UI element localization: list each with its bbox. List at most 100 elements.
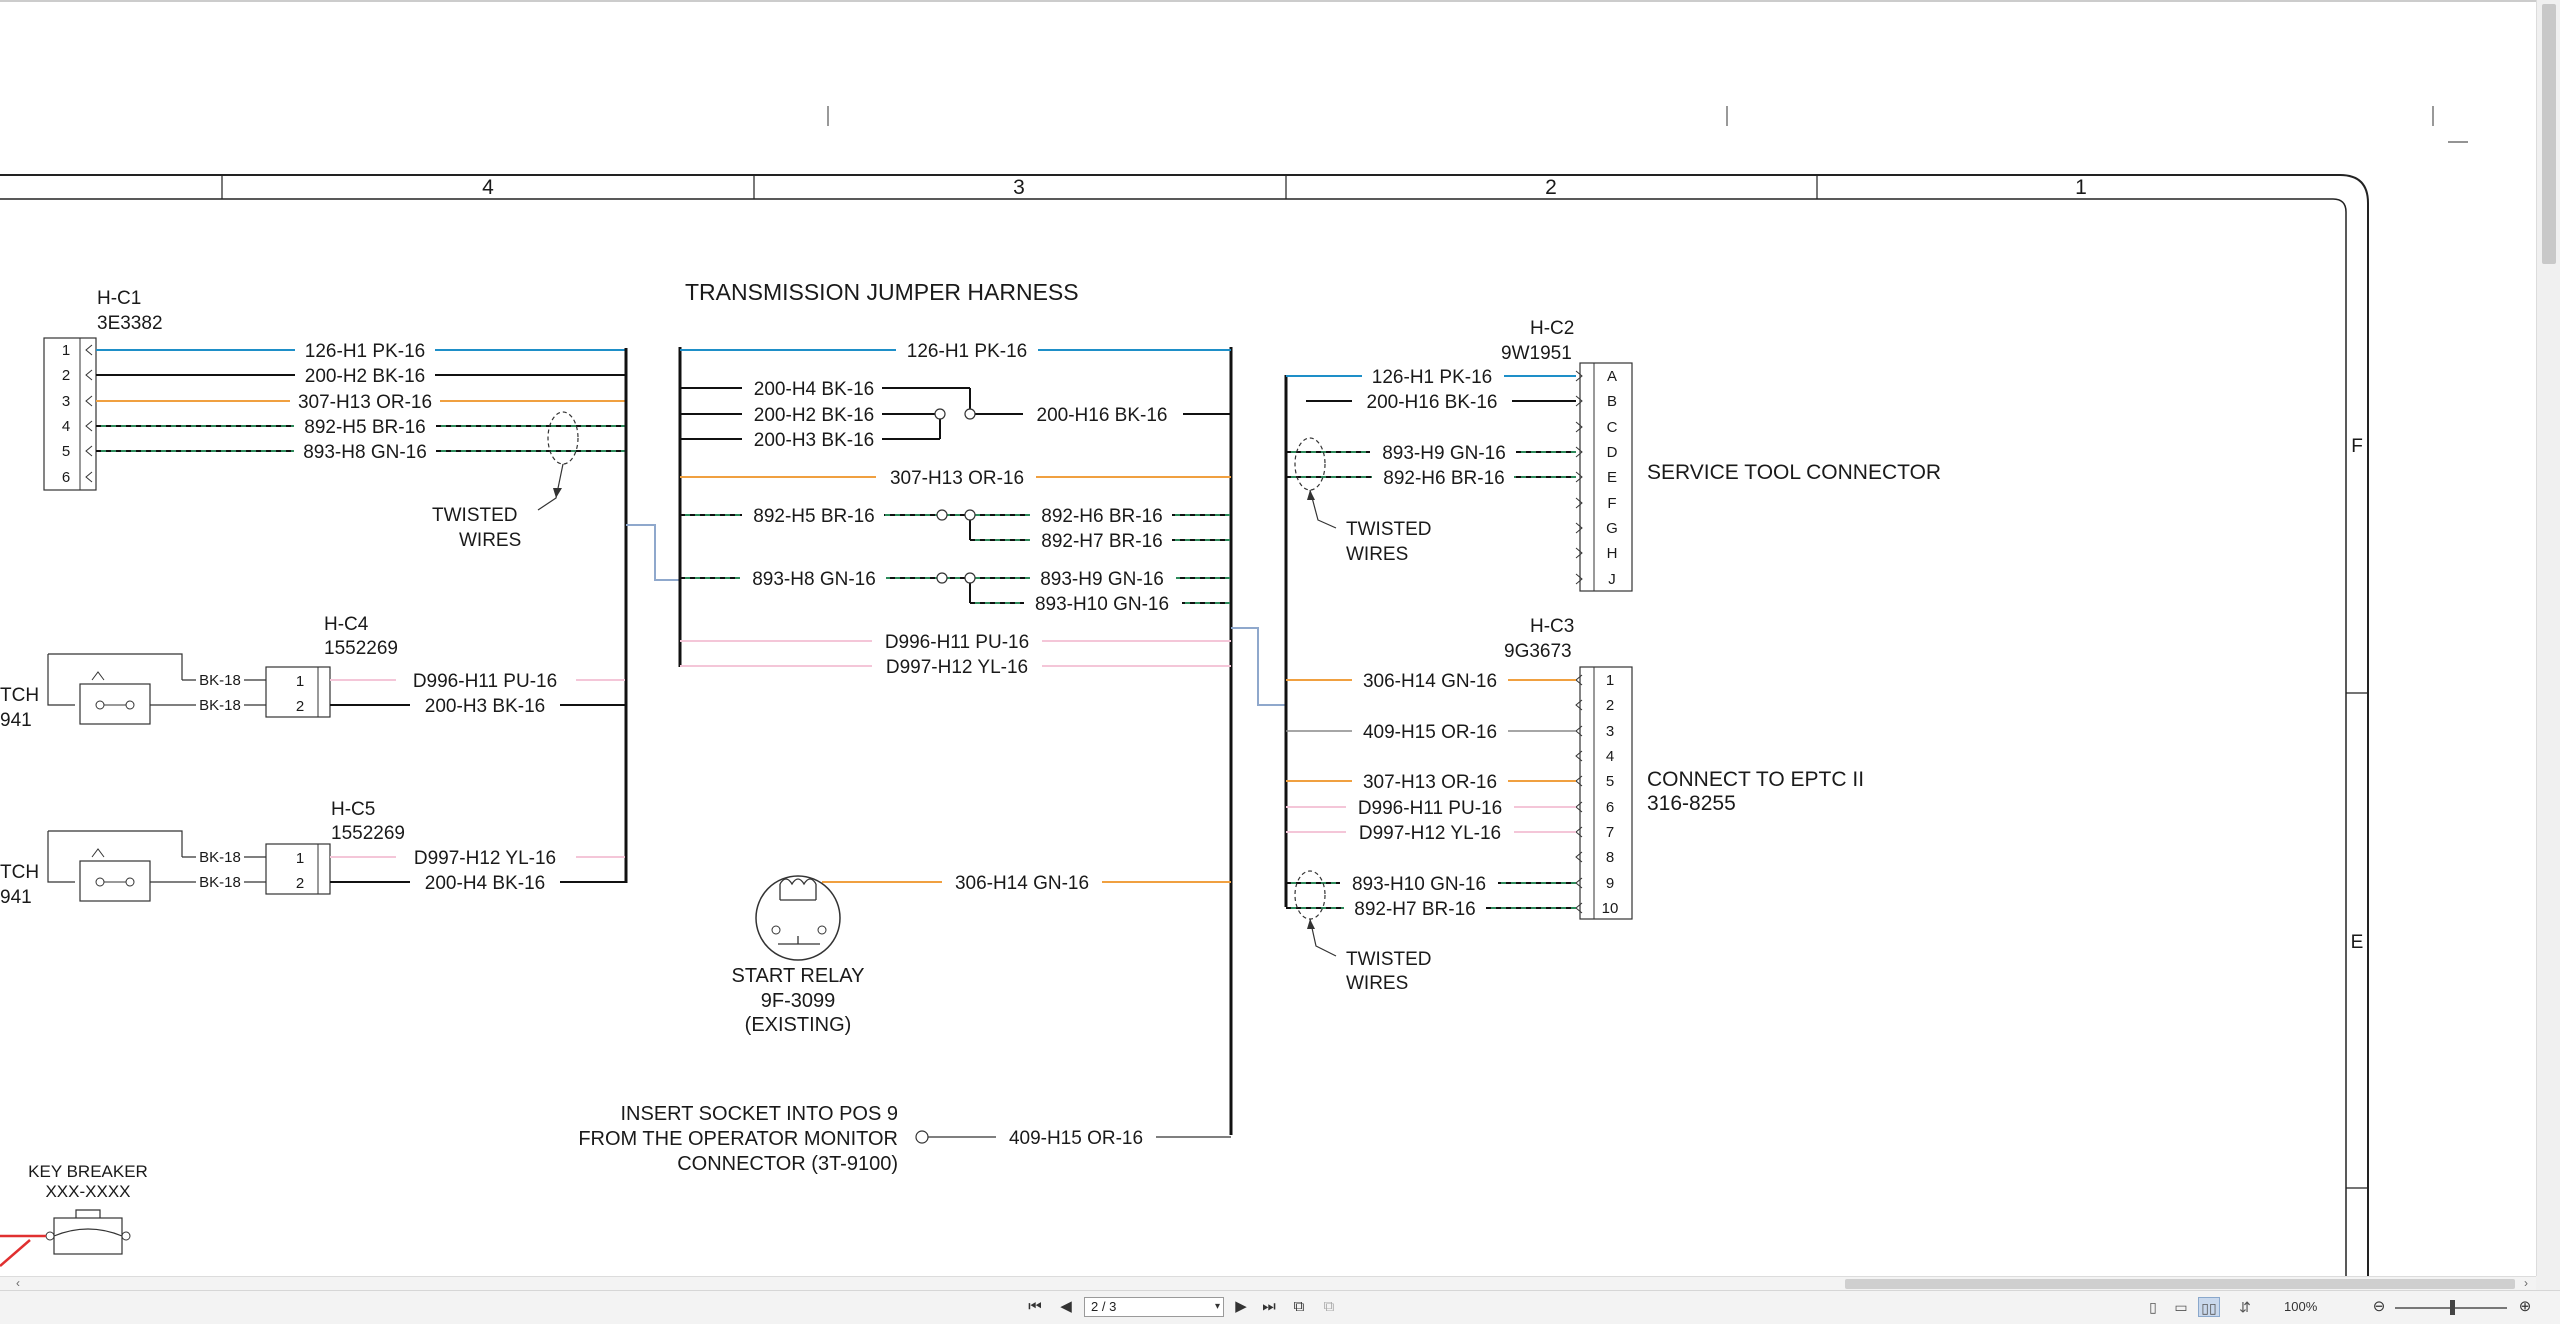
wire-label: 126-H1 PK-16: [907, 341, 1027, 362]
zoom-out-icon[interactable]: ⊖: [2372, 1298, 2386, 1315]
connector-hc4-body: [265, 666, 331, 718]
wire-label: 307-H13 OR-16: [298, 392, 432, 413]
connector-id: H-C2: [1530, 318, 1574, 339]
splice-point: [964, 509, 976, 521]
last-page-icon[interactable]: ⏭: [1262, 1298, 1276, 1315]
zoom-slider-thumb[interactable]: [2450, 1300, 2455, 1315]
wire-label: 893-H8 GN-16: [752, 569, 876, 590]
wire-label: 409-H15 OR-16: [1363, 722, 1497, 743]
twisted-wire-marker: [547, 411, 579, 465]
connector-id: H-C3: [1530, 616, 1574, 637]
pin-label: 7: [1606, 824, 1614, 841]
scrollbar-corner: [2536, 1276, 2560, 1290]
splice-point: [936, 572, 948, 584]
switch-wire-label: BK-18: [199, 874, 241, 891]
pin-label: 3: [1606, 723, 1614, 740]
switch-body: [48, 653, 183, 680]
pin-label: A: [1607, 368, 1617, 385]
start-relay-symbol: [755, 875, 841, 961]
continuous-view-icon[interactable]: ▭: [2174, 1299, 2188, 1315]
page-number-select[interactable]: 2 / 3 ▾: [1084, 1297, 1224, 1317]
wire-label: 893-H9 GN-16: [1382, 443, 1506, 464]
vertical-scrollbar[interactable]: [2536, 0, 2560, 1276]
wire-label: 409-H15 OR-16: [1009, 1128, 1143, 1149]
pin-label: 1: [1606, 672, 1614, 689]
pin-label: 2: [1606, 697, 1614, 714]
zoom-level: 100%: [2284, 1299, 2318, 1314]
pin-label: 4: [62, 418, 70, 435]
first-page-icon[interactable]: ⏮: [1028, 1298, 1042, 1315]
zone-label-row: E: [2351, 932, 2364, 953]
pin-label: 8: [1606, 849, 1614, 866]
document-viewport[interactable]: 4 3 2 1 F E TRANSMISSION JUMPER HARNESS …: [0, 0, 2536, 1276]
twisted-label: TWISTED: [432, 505, 518, 526]
split-view-icon[interactable]: ⇵: [2239, 1299, 2251, 1315]
horizontal-scroll-thumb[interactable]: [1845, 1279, 2515, 1289]
pin-label: J: [1608, 571, 1616, 588]
twisted-label: TWISTED: [1346, 949, 1432, 970]
note-text: FROM THE OPERATOR MONITOR: [578, 1128, 898, 1150]
connector-description: SERVICE TOOL CONNECTOR: [1647, 461, 1941, 484]
key-breaker-label: XXX-XXXX: [45, 1182, 130, 1201]
wire-label: 200-H3 BK-16: [754, 430, 874, 451]
wire-label: 200-H2 BK-16: [754, 405, 874, 426]
pin-label: 2: [296, 875, 304, 892]
wire-label: 307-H13 OR-16: [1363, 772, 1497, 793]
hc1-pins: 1 2 3 4 5 6: [62, 342, 70, 486]
frame-outer: [0, 174, 2369, 1276]
scroll-right-icon[interactable]: ›: [2524, 1276, 2528, 1290]
switch-label-fragment: 941: [0, 887, 32, 908]
pin-label: 1: [62, 342, 70, 359]
wire-label: 200-H4 BK-16: [754, 379, 874, 400]
pin-label: 3: [62, 393, 70, 410]
connector-description: CONNECT TO EPTC II: [1647, 768, 1864, 791]
pin-label: B: [1607, 393, 1617, 410]
twisted-wire-marker: [1294, 870, 1326, 920]
chevron-down-icon: ▾: [1214, 1301, 1220, 1312]
wire-label: 200-H4 BK-16: [425, 873, 545, 894]
harness-title: TRANSMISSION JUMPER HARNESS: [685, 279, 1079, 305]
wire-label: 306-H14 GN-16: [1363, 671, 1497, 692]
frame-inner: [0, 198, 2347, 1276]
wire-label: 200-H3 BK-16: [425, 696, 545, 717]
previous-view-icon[interactable]: ⧉: [1293, 1298, 1305, 1315]
twisted-wire-marker: [1294, 437, 1326, 491]
zone-label-row: F: [2351, 436, 2363, 457]
vertical-scroll-thumb[interactable]: [2542, 4, 2556, 264]
connector-description: 316-8255: [1647, 792, 1736, 815]
splice-point: [964, 408, 976, 420]
switch-label-fragment: TCH: [0, 862, 39, 883]
note-text: CONNECTOR (3T-9100): [677, 1153, 898, 1175]
scroll-left-icon[interactable]: ‹: [16, 1276, 20, 1290]
switch-symbol: [79, 860, 151, 902]
single-page-view-icon[interactable]: ▯: [2149, 1299, 2157, 1315]
horizontal-scrollbar[interactable]: ‹ ›: [0, 1276, 2536, 1291]
pin-label: H: [1607, 545, 1618, 562]
facing-view-icon[interactable]: ▯▯: [2198, 1297, 2220, 1317]
next-page-icon[interactable]: ▶: [1235, 1298, 1247, 1315]
pin-label: 6: [1606, 799, 1614, 816]
key-breaker-label: KEY BREAKER: [28, 1162, 148, 1181]
prev-page-icon[interactable]: ◀: [1060, 1298, 1072, 1315]
pin-label: D: [1607, 444, 1618, 461]
schematic-drawing: 4 3 2 1 F E TRANSMISSION JUMPER HARNESS …: [0, 0, 2536, 1276]
pin-label: 2: [296, 698, 304, 715]
wire-label: D996-H11 PU-16: [413, 671, 557, 692]
pin-label: F: [1607, 495, 1616, 512]
relay-label: 9F-3099: [761, 990, 836, 1012]
zoom-in-icon[interactable]: ⊕: [2518, 1298, 2532, 1315]
pin-label: 4: [1606, 748, 1614, 765]
connector-id: H-C1: [97, 288, 141, 309]
wire-label: D997-H12 YL-16: [1359, 823, 1501, 844]
wire-label: D997-H12 YL-16: [886, 657, 1028, 678]
wire-label: D996-H11 PU-16: [1358, 798, 1502, 819]
connector-part: 9W1951: [1501, 343, 1572, 364]
relay-label: (EXISTING): [745, 1014, 852, 1036]
wire-label: 893-H10 GN-16: [1352, 874, 1486, 895]
switch-body: [48, 830, 183, 857]
status-bar: ⏮ ◀ 2 / 3 ▾ ▶ ⏭ ⧉ ⧉ ▯ ▭ ▯▯ ⇵ 100% ⊖ ⊕: [0, 1290, 2560, 1324]
wire-label: 892-H7 BR-16: [1354, 899, 1475, 920]
wire-label: 892-H7 BR-16: [1041, 531, 1162, 552]
connector-part: 1552269: [331, 823, 405, 844]
next-view-icon[interactable]: ⧉: [1323, 1298, 1335, 1315]
